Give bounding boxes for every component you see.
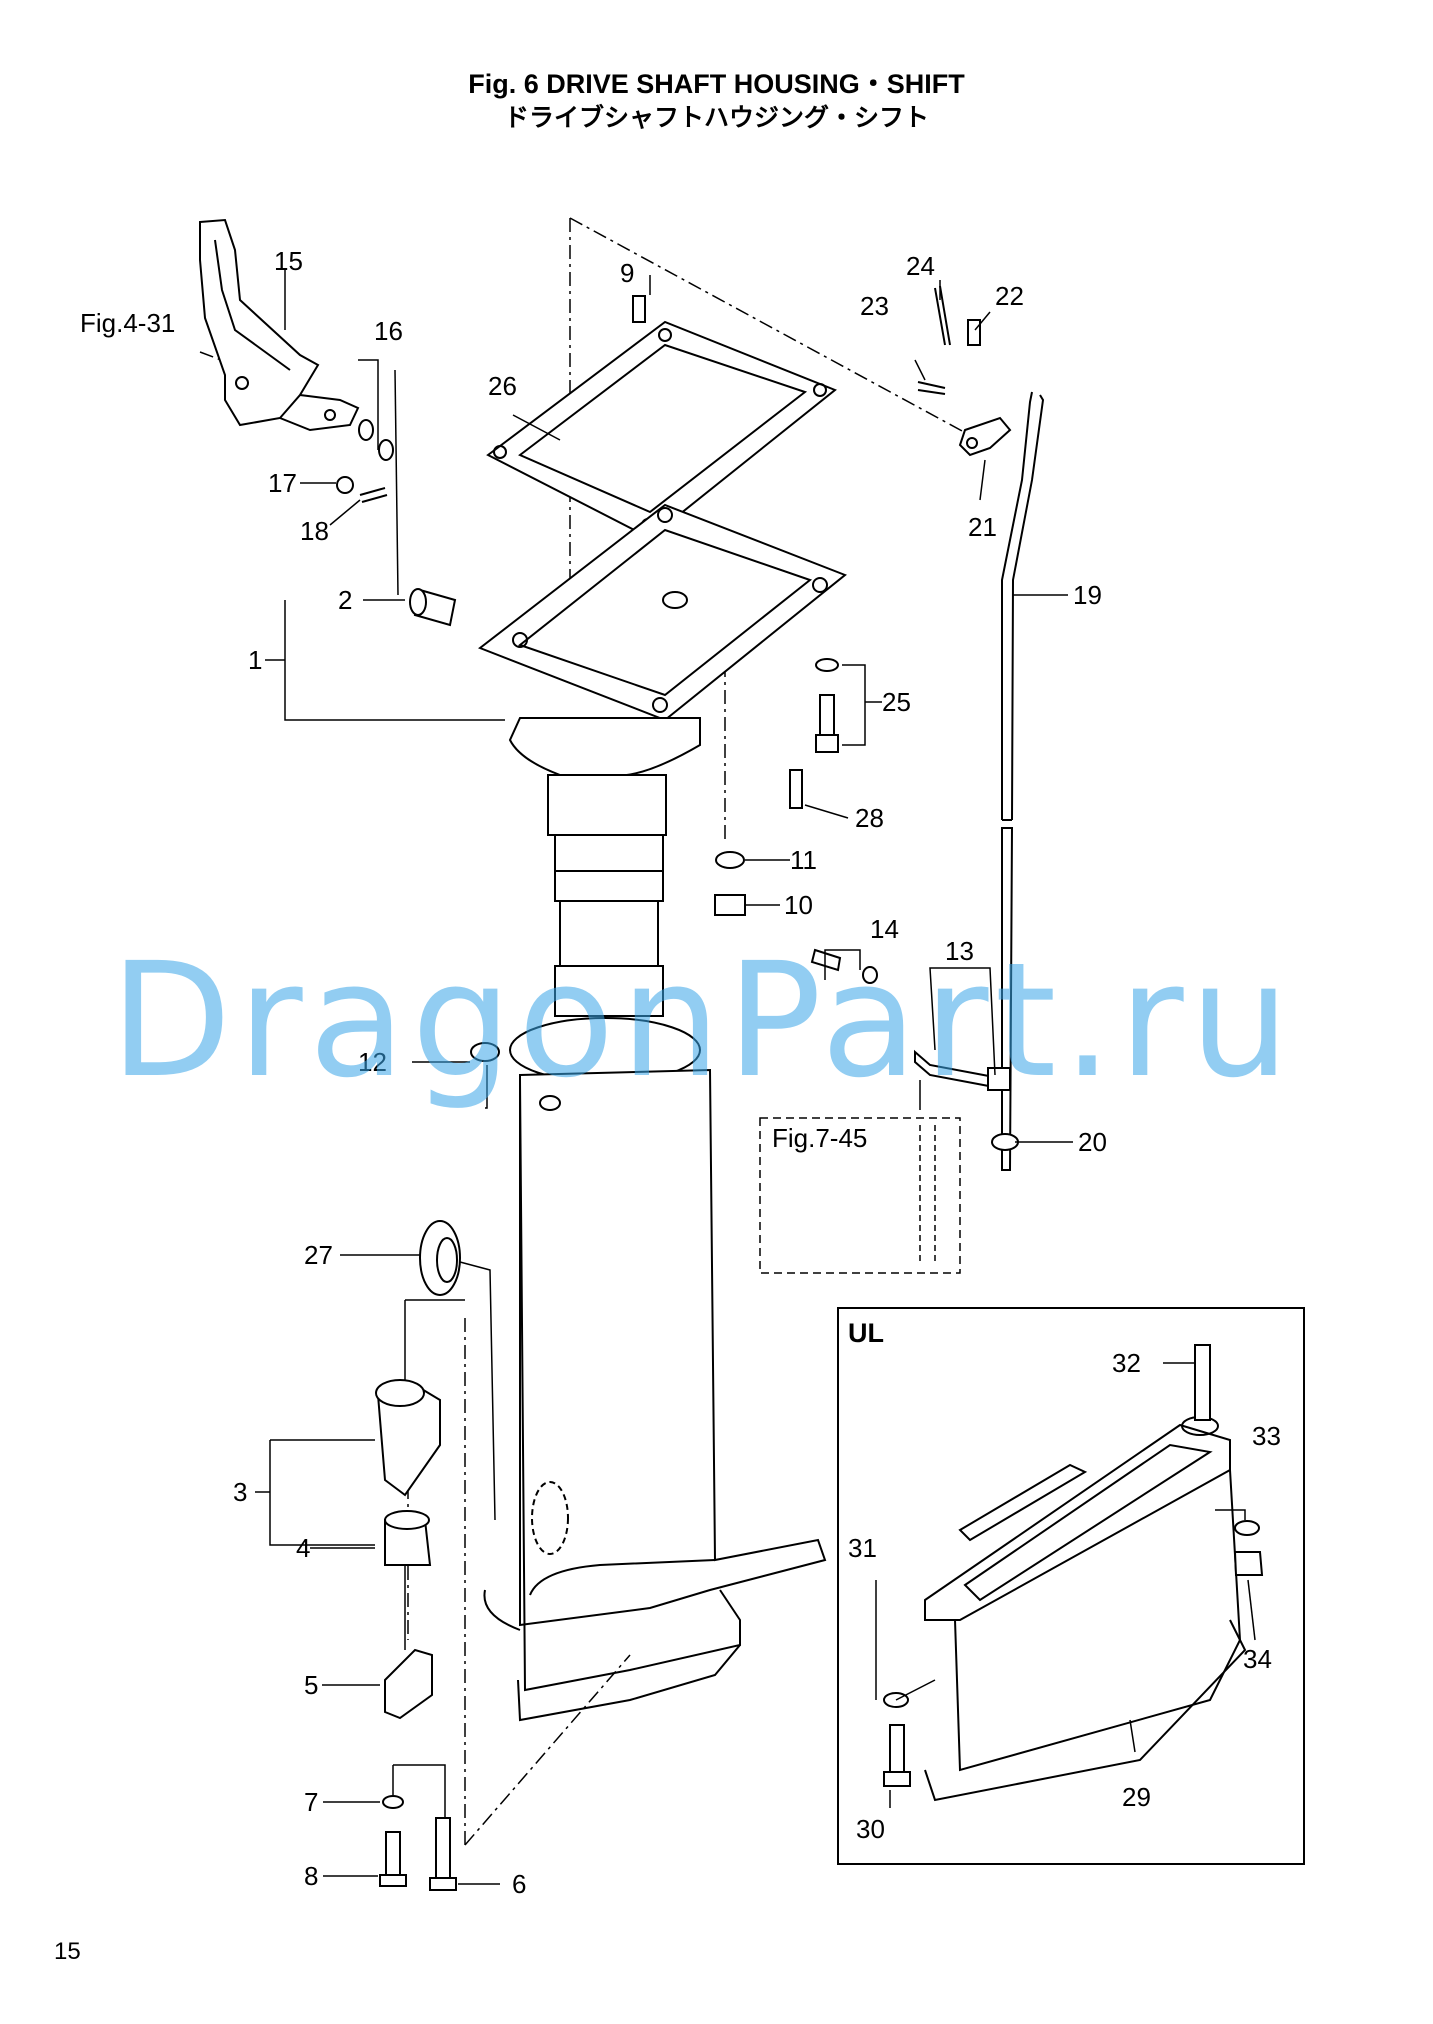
shift-arm bbox=[958, 416, 1012, 457]
callout-8: 8 bbox=[304, 1861, 318, 1891]
callout-23: 23 bbox=[860, 291, 889, 321]
callout-17: 17 bbox=[268, 468, 297, 498]
inset-ul-box bbox=[837, 1307, 1305, 1865]
callout-26: 26 bbox=[488, 371, 517, 401]
inset-label-ul: UL bbox=[848, 1318, 884, 1348]
watermark-text: DragonPart.ru bbox=[110, 929, 1296, 1113]
callout-9: 9 bbox=[620, 258, 634, 288]
callout-13: 13 bbox=[945, 936, 974, 966]
callout-2: 2 bbox=[338, 585, 352, 615]
callout-1: 1 bbox=[248, 645, 262, 675]
callout-12: 12 bbox=[358, 1047, 387, 1077]
reference-fig7-45: Fig.7-45 bbox=[772, 1123, 867, 1153]
cotter-pin bbox=[934, 285, 951, 346]
gasket bbox=[486, 320, 837, 540]
screw bbox=[967, 319, 981, 346]
callout-24: 24 bbox=[906, 251, 935, 281]
callout-30: 30 bbox=[856, 1814, 885, 1844]
callout-18: 18 bbox=[300, 516, 329, 546]
figure-title: Fig. 6 DRIVE SHAFT HOUSING・SHIFT bbox=[468, 69, 965, 99]
hardware-parts bbox=[336, 419, 1019, 1891]
housing-top-flange bbox=[477, 503, 847, 722]
callout-7: 7 bbox=[304, 1787, 318, 1817]
callout-16: 16 bbox=[374, 316, 403, 346]
leader-lines bbox=[255, 268, 1073, 1885]
callout-10: 10 bbox=[784, 890, 813, 920]
dowel-pin bbox=[632, 295, 646, 323]
reference-box-fig7 bbox=[759, 1117, 961, 1274]
callout-29: 29 bbox=[1122, 1782, 1151, 1812]
callout-21: 21 bbox=[968, 512, 997, 542]
callout-15: 15 bbox=[274, 246, 303, 276]
callout-25: 25 bbox=[882, 687, 911, 717]
callout-6: 6 bbox=[512, 1869, 526, 1899]
page-number: 15 bbox=[54, 1938, 81, 1965]
shift-rod bbox=[1001, 391, 1045, 1171]
callout-28: 28 bbox=[855, 803, 884, 833]
callout-19: 19 bbox=[1073, 580, 1102, 610]
callout-labels: 15 16 17 18 2 1 26 9 23 24 22 21 19 25 2… bbox=[80, 246, 1281, 1899]
inset-ul-part bbox=[875, 1344, 1264, 1808]
callout-27: 27 bbox=[304, 1240, 333, 1270]
callout-32: 32 bbox=[1112, 1348, 1141, 1378]
callout-3: 3 bbox=[233, 1477, 247, 1507]
callout-14: 14 bbox=[870, 914, 899, 944]
figure-title-japanese: ドライブシャフトハウジング・シフト bbox=[503, 103, 929, 132]
callout-22: 22 bbox=[995, 281, 1024, 311]
shift-lever bbox=[199, 218, 360, 432]
callout-33: 33 bbox=[1252, 1421, 1281, 1451]
callout-20: 20 bbox=[1078, 1127, 1107, 1157]
callout-4: 4 bbox=[296, 1533, 310, 1563]
callout-31: 31 bbox=[848, 1533, 877, 1563]
callout-11: 11 bbox=[790, 845, 817, 875]
pin bbox=[917, 381, 946, 395]
bush bbox=[409, 588, 457, 627]
drive-shaft-housing bbox=[483, 717, 827, 1722]
callout-5: 5 bbox=[304, 1670, 318, 1700]
reference-fig4-31: Fig.4-31 bbox=[80, 308, 175, 338]
callout-34: 34 bbox=[1243, 1644, 1272, 1674]
